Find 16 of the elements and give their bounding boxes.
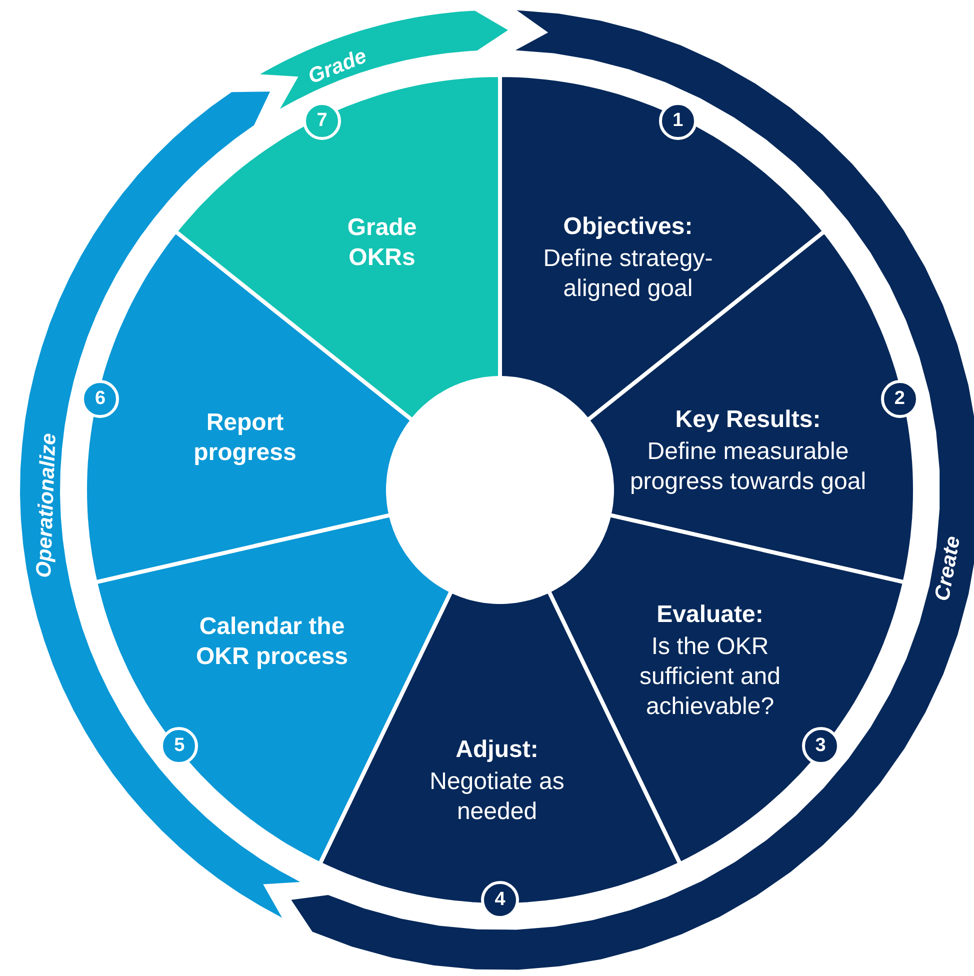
step-text: Define measurable progress towards goal (628, 437, 868, 497)
step-number: 4 (481, 881, 519, 919)
step-text: Report progress (192, 408, 298, 468)
step-heading: Evaluate: (656, 600, 764, 630)
step-text: Calendar the OKR process (194, 612, 350, 672)
step-heading: Key Results: (674, 405, 822, 435)
phase-label: Grade (304, 44, 370, 88)
step-text: Define strategy-aligned goal (542, 244, 714, 304)
step-text: Is the OKR sufficient and achievable? (638, 632, 782, 722)
step-number: 6 (81, 380, 120, 418)
step-text: Grade OKRs (346, 213, 418, 273)
step-heading: Objectives: (562, 212, 694, 242)
step-heading: Adjust: (454, 735, 540, 765)
phase-label: Operationalize (32, 433, 60, 579)
phase-label: Create (930, 534, 964, 604)
step-text: Negotiate as needed (428, 767, 566, 827)
